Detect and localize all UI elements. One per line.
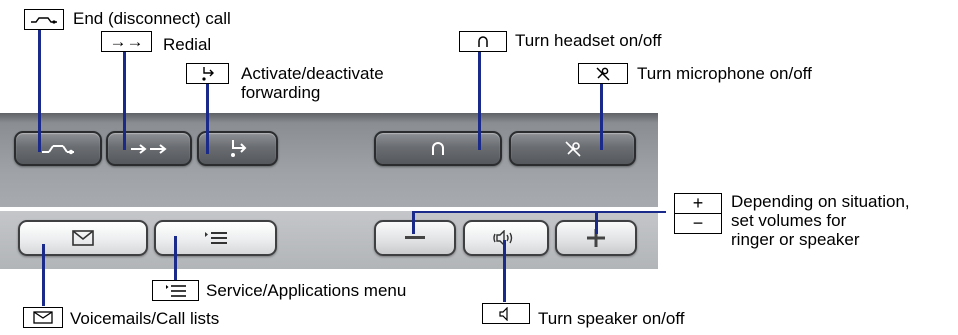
speaker-label: Turn speaker on/off [538, 309, 685, 328]
speaker-callout-line [503, 240, 506, 302]
microphone-label: Turn microphone on/off [637, 64, 812, 83]
forwarding-key-symbol [186, 63, 229, 84]
headset-button[interactable] [374, 131, 502, 166]
forwarding-button[interactable] [197, 131, 278, 166]
panel-separator [0, 207, 658, 211]
voicemail-button[interactable] [18, 220, 148, 256]
handset-disconnect-icon [41, 143, 75, 155]
volume-label-line1: Depending on situation, [731, 192, 910, 211]
headset-key-symbol [459, 31, 507, 52]
minus-icon [405, 236, 425, 240]
speaker-key-symbol [482, 303, 530, 324]
volume-plus-callout-drop [595, 211, 598, 234]
speaker-icon [492, 230, 520, 246]
microphone-callout-line [600, 80, 603, 150]
minus-key-symbol: − [674, 213, 722, 234]
forward-arrow-icon [227, 139, 249, 159]
end-call-key-symbol [24, 9, 64, 30]
volume-label-line3: ringer or speaker [731, 230, 860, 249]
volume-label-line2: set volumes for [731, 211, 847, 230]
microphone-muted-icon [563, 140, 583, 158]
service-menu-button[interactable] [154, 220, 277, 256]
redial-callout-line [123, 40, 126, 150]
headset-label: Turn headset on/off [515, 31, 662, 50]
service-menu-callout-line [174, 236, 177, 280]
service-menu-label: Service/Applications menu [206, 281, 407, 300]
end-call-callout-line [38, 18, 41, 152]
menu-list-icon [204, 230, 228, 246]
plus-icon [587, 229, 605, 247]
microphone-button[interactable] [509, 131, 636, 166]
double-arrow-icon [130, 143, 168, 155]
redial-button[interactable] [106, 131, 192, 166]
end-call-button[interactable] [14, 131, 102, 166]
microphone-key-symbol [578, 63, 628, 84]
voicemail-key-symbol [23, 307, 63, 328]
plus-key-symbol: + [674, 193, 722, 214]
volume-minus-callout-drop [412, 211, 415, 234]
envelope-icon [72, 230, 94, 246]
end-call-label: End (disconnect) call [73, 9, 231, 28]
speaker-button[interactable] [463, 220, 549, 256]
headset-icon [430, 141, 446, 157]
redial-key-symbol: →→ [101, 31, 152, 52]
service-menu-key-symbol [152, 280, 199, 301]
forwarding-label: Activate/deactivate forwarding [241, 64, 384, 102]
volume-minus-button[interactable] [374, 220, 456, 256]
headset-callout-line [478, 42, 481, 150]
voicemail-callout-line [42, 244, 45, 306]
forwarding-callout-line [206, 64, 209, 154]
volume-callout-line [412, 211, 666, 213]
voicemail-label: Voicemails/Call lists [70, 309, 220, 328]
redial-label: Redial [163, 35, 212, 54]
